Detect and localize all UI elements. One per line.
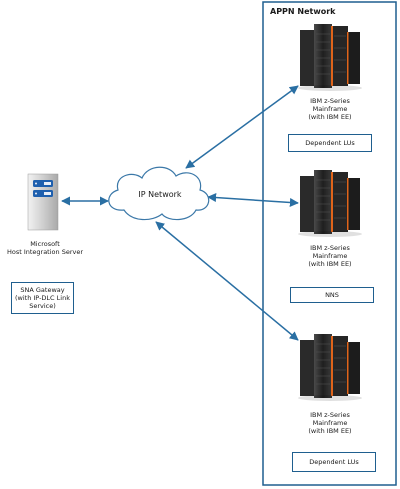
- mainframe-name-line: Mainframe: [312, 105, 348, 113]
- mainframe-name-line: Mainframe: [312, 252, 348, 260]
- nns-box: NNS: [290, 287, 374, 303]
- gateway-line: Service): [29, 302, 56, 310]
- mainframe-2-label: IBM z-Series Mainframe (with IBM EE): [290, 244, 370, 268]
- dependent-lus-box-3: Dependent LUs: [292, 452, 376, 472]
- ip-network-label: IP Network: [138, 190, 182, 199]
- mainframe-name-line: Mainframe: [312, 419, 348, 427]
- sna-gateway-box: SNA Gateway (with IP-DLC Link Service): [11, 282, 74, 314]
- server-name-line: Host Integration Server: [6, 248, 84, 256]
- gateway-line: SNA Gateway: [20, 286, 65, 294]
- arrow-cloud-to-mainframe-1: [185, 85, 299, 169]
- server-name-label: Microsoft Host Integration Server: [0, 240, 90, 256]
- appn-network-title: APPN Network: [270, 7, 336, 16]
- mainframe-3-label: IBM z-Series Mainframe (with IBM EE): [290, 411, 370, 435]
- arrow-cloud-to-mainframe-2: [207, 193, 299, 207]
- mainframe-name-line: IBM z-Series: [310, 97, 350, 105]
- mainframe-name-line: IBM z-Series: [310, 411, 350, 419]
- mainframe-name-line: (with IBM EE): [308, 113, 352, 121]
- mainframe-name-line: (with IBM EE): [308, 260, 352, 268]
- mainframe-name-line: IBM z-Series: [310, 244, 350, 252]
- mainframe-1-label: IBM z-Series Mainframe (with IBM EE): [290, 97, 370, 121]
- arrow-cloud-to-mainframe-3: [155, 221, 299, 341]
- mainframe-icon-3: [297, 333, 363, 402]
- dependent-lus-box-1: Dependent LUs: [288, 134, 372, 152]
- gateway-line: (with IP-DLC Link: [15, 294, 70, 302]
- ip-network-cloud: [108, 166, 210, 221]
- server-name-line: Microsoft: [30, 240, 60, 248]
- mainframe-icon-2: [297, 169, 363, 238]
- mainframe-name-line: (with IBM EE): [308, 427, 352, 435]
- host-integration-server-icon: [27, 173, 59, 231]
- mainframe-icon-1: [297, 23, 363, 92]
